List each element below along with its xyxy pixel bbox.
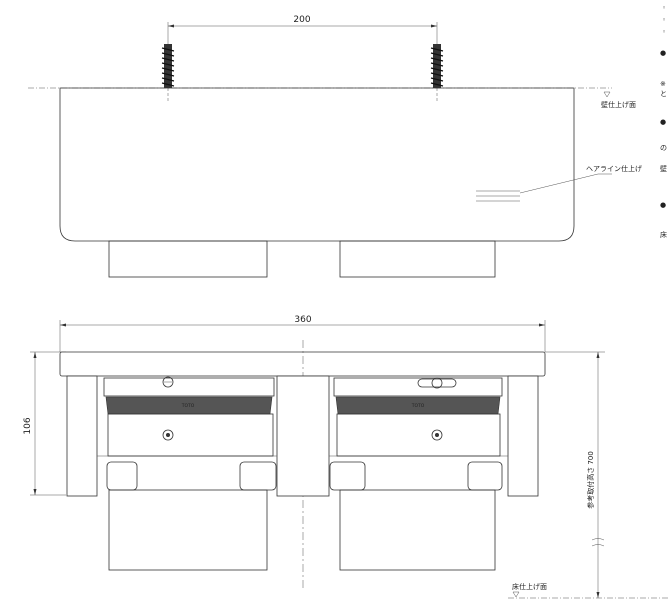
install-height-label: 参考取付高さ 700 xyxy=(586,451,595,509)
break-mark-icon xyxy=(591,538,605,547)
floor-marker-icon xyxy=(512,591,520,598)
arrow-360-left xyxy=(60,323,66,327)
leg-right xyxy=(507,375,539,497)
width-label: 360 xyxy=(294,315,311,325)
screw-left-icon xyxy=(161,44,175,102)
screw-spacing-label: 200 xyxy=(293,15,310,25)
arrow-700-top xyxy=(596,352,600,358)
holder-body-top xyxy=(59,87,575,242)
roll-right-face xyxy=(336,413,501,457)
note-text-1: と xyxy=(660,90,667,98)
arrow-right xyxy=(431,24,437,28)
note-dot-2: ◦ xyxy=(662,16,666,24)
note-dot-1: ◦ xyxy=(662,4,666,12)
bracket-left-b xyxy=(239,461,277,491)
hairline-icon xyxy=(476,190,520,202)
holder-right-upper xyxy=(333,377,503,397)
note-bullet-3: ● xyxy=(660,201,666,209)
screw-right-icon xyxy=(430,44,444,102)
note-text-2: の xyxy=(660,144,667,152)
side-notes: ● ※ と ● の 壁 ● 床 ◦ ◦ ◦ xyxy=(660,4,667,239)
top-view: 200 壁仕上げ面 ヘアライン仕上げ xyxy=(28,15,642,278)
bracket-left-a xyxy=(106,461,138,491)
note-mark-1: ※ xyxy=(660,80,666,88)
note-text-4: 床 xyxy=(660,230,667,239)
wall-finish-label: 壁仕上げ面 xyxy=(601,100,636,109)
roll-left-face xyxy=(107,413,274,457)
screw-head-left-top-icon xyxy=(162,376,174,388)
screw-head-left-mid-icon xyxy=(162,429,174,441)
holder-left-frame xyxy=(96,375,278,457)
holder-right: TOTO xyxy=(328,375,509,571)
holder-left: TOTO xyxy=(96,375,278,571)
screw-head-right-mid-icon xyxy=(431,429,443,441)
roll-left-hang xyxy=(108,489,268,571)
leg-left xyxy=(66,375,98,497)
note-dot-3: ◦ xyxy=(662,28,666,36)
arrow-360-right xyxy=(539,323,545,327)
note-bullet-1: ● xyxy=(660,49,666,57)
arrow-700-bottom xyxy=(596,592,600,598)
brand-left: TOTO xyxy=(181,403,195,409)
front-view: 360 106 TOTO xyxy=(23,315,668,599)
shelf-top xyxy=(59,351,546,377)
wall-marker-icon xyxy=(603,91,611,98)
hairline-label: ヘアライン仕上げ xyxy=(586,164,642,173)
brand-right: TOTO xyxy=(411,403,425,409)
lock-slider-icon xyxy=(417,378,457,388)
roll-left-top xyxy=(108,240,268,278)
arrow-left xyxy=(168,24,174,28)
height-label: 106 xyxy=(23,417,33,434)
roll-right-top xyxy=(339,240,496,278)
holder-right-frame xyxy=(328,375,509,457)
arrow-106-top xyxy=(33,352,37,358)
arrow-106-bottom xyxy=(33,489,37,495)
note-text-3: 壁 xyxy=(660,164,667,173)
floor-finish-label: 床仕上げ面 xyxy=(512,582,547,591)
roll-right-hang xyxy=(339,489,496,571)
bracket-right-b xyxy=(467,461,503,491)
bracket-right-a xyxy=(329,461,366,491)
hairline-leader xyxy=(519,173,612,194)
note-bullet-2: ● xyxy=(660,118,666,126)
leg-center xyxy=(276,375,330,497)
holder-left-upper xyxy=(103,377,275,397)
